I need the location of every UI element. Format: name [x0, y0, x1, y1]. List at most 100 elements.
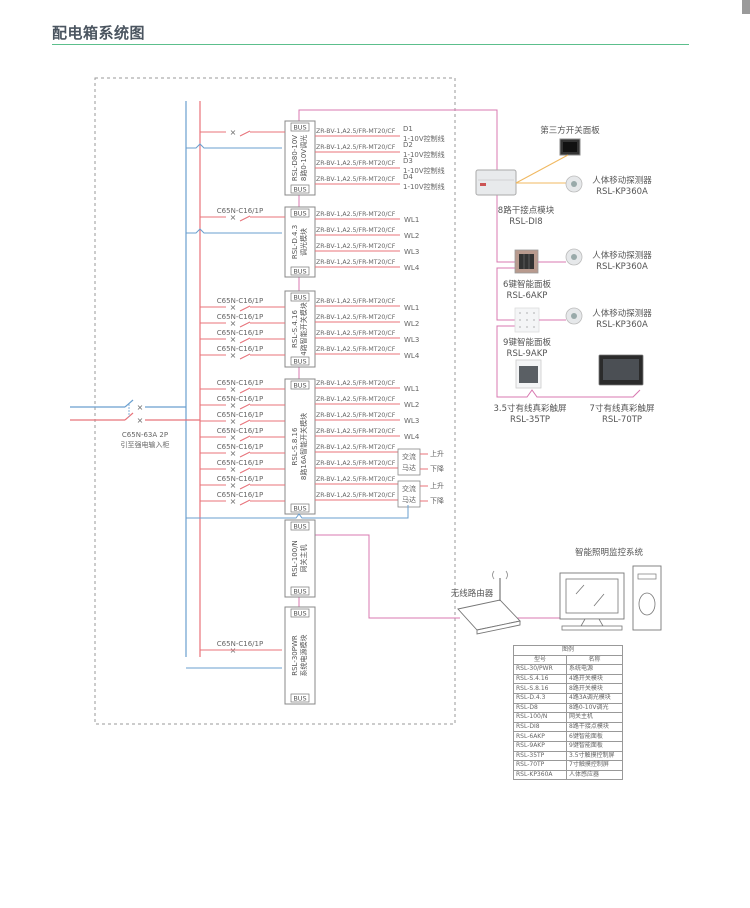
module-desc: 系统电源模块 — [299, 635, 308, 677]
output-sublabel: 1-10V控制线 — [403, 150, 445, 159]
sensor-1 — [565, 175, 583, 193]
breaker-trip-icon: × — [230, 385, 237, 394]
legend-model: RSL-70TP — [513, 760, 567, 771]
legend-desc: 8路0-10V调光 — [566, 702, 623, 714]
legend-model: RSL-30/PWR — [513, 664, 567, 675]
panel9-model: RSL-9AKP — [507, 349, 548, 359]
legend-model: RSL-6AKP — [513, 731, 567, 742]
module-model: RSL-S.4.16 — [291, 310, 299, 348]
breaker-label: C65N-C16/1P — [217, 313, 263, 321]
breaker-trip-icon: × — [230, 351, 237, 360]
tp70-name: 7寸有线真彩触屏 — [590, 403, 655, 414]
dry-contact-line-panel — [515, 154, 569, 184]
svg-text:×: × — [137, 416, 144, 425]
bus-line-field-drop — [496, 195, 515, 263]
bus-terminal — [290, 380, 310, 390]
bus-terminal-label: BUS — [293, 294, 306, 302]
breaker-label: C65N-C16/1P — [217, 459, 263, 467]
module-model: RSL-30PWR — [291, 635, 299, 676]
cable-spec: ZR-BV-1,A2.5/FR-MT20/CF — [316, 346, 396, 353]
motor-label: 马达 — [402, 495, 416, 504]
cable-spec: ZR-BV-1,A2.5/FR-MT20/CF — [316, 380, 396, 387]
enclosure-boundary — [94, 77, 456, 725]
sensor-1-model: RSL-KP360A — [596, 187, 648, 197]
output-sublabel: 1-10V控制线 — [403, 166, 445, 175]
breaker-label: C65N-C16/1P — [217, 345, 263, 353]
module-desc: 调光模块 — [299, 228, 308, 256]
bus-terminal — [290, 184, 310, 194]
breaker-label: C65N-C16/1P — [217, 443, 263, 451]
output-label: D3 — [403, 157, 413, 165]
output-label: WL2 — [404, 320, 419, 328]
bus-terminal — [290, 292, 310, 302]
motor-up-label: 上升 — [430, 449, 444, 458]
third-party-panel — [559, 138, 581, 156]
output-label: D4 — [403, 173, 413, 181]
legend-desc: 4路开关模块 — [566, 673, 623, 685]
bus-terminal — [290, 521, 310, 531]
incomer-breaker-label: C65N-63A 2P — [122, 431, 168, 439]
legend-desc: 人体感应器 — [566, 769, 623, 781]
bus-terminal — [290, 693, 310, 703]
legend-model: RSL-100/N — [513, 712, 567, 723]
sensor-2 — [565, 248, 583, 266]
output-label: WL4 — [404, 352, 420, 360]
monitor-system-label: 智能照明监控系统 — [575, 547, 644, 558]
cable-spec: ZR-BV-1,A2.5/FR-MT20/CF — [316, 428, 396, 435]
legend-model: RSL-DI8 — [513, 721, 567, 733]
panel6-name: 6键智能面板 — [503, 279, 551, 290]
third-party-panel-label: 第三方开关面板 — [540, 125, 600, 136]
sensor-3-model: RSL-KP360A — [596, 320, 648, 330]
bus-terminal — [290, 122, 310, 132]
module-model: RSL-D80-10V — [291, 135, 299, 181]
motor-up-label: 上升 — [430, 481, 444, 490]
neutral-return-line — [186, 505, 409, 519]
legend-desc: 4路3A调光模块 — [566, 692, 623, 704]
legend-title: 图例 — [513, 645, 623, 656]
breaker-trip-icon: × — [230, 465, 237, 474]
breaker-label: C65N-C16/1P — [217, 475, 263, 483]
monitoring-pc — [559, 565, 662, 631]
legend-model: RSL-S.8.16 — [513, 683, 567, 694]
motor-down-label: 下降 — [430, 464, 444, 473]
breaker-label: C65N-C16/1P — [217, 411, 263, 419]
output-label: WL2 — [404, 401, 419, 409]
sensor-3-name: 人体移动探测器 — [592, 308, 652, 319]
scrollbar-thumb[interactable] — [742, 0, 750, 14]
bus-terminal-label: BUS — [293, 210, 306, 218]
module-desc: 网关主机 — [299, 545, 308, 573]
breaker-trip-icon: × — [230, 449, 237, 458]
bus-terminal-label: BUS — [293, 610, 306, 618]
module-desc: 4路智能开关模块 — [299, 302, 308, 355]
cable-spec: ZR-BV-1,A2.5/FR-MT20/CF — [316, 144, 396, 151]
motor-label: 交流 — [402, 452, 416, 461]
bus-line-field — [298, 109, 498, 170]
di8-module — [475, 169, 517, 196]
breaker-trip-icon: × — [230, 497, 237, 506]
cable-spec: ZR-BV-1,A2.5/FR-MT20/CF — [316, 460, 396, 467]
cable-spec: ZR-BV-1,A2.5/FR-MT20/CF — [316, 128, 396, 135]
bus-terminal-label: BUS — [293, 695, 306, 703]
output-label: WL3 — [404, 336, 419, 344]
output-label: WL2 — [404, 232, 419, 240]
legend-header-model: 型号 — [513, 654, 567, 666]
title-underline — [52, 44, 689, 45]
motor-label: 交流 — [402, 484, 416, 493]
cable-spec: ZR-BV-1,A2.5/FR-MT20/CF — [316, 476, 396, 483]
output-label: WL4 — [404, 264, 420, 272]
router-label: 无线路由器 — [451, 588, 494, 599]
svg-text:×: × — [137, 403, 144, 412]
